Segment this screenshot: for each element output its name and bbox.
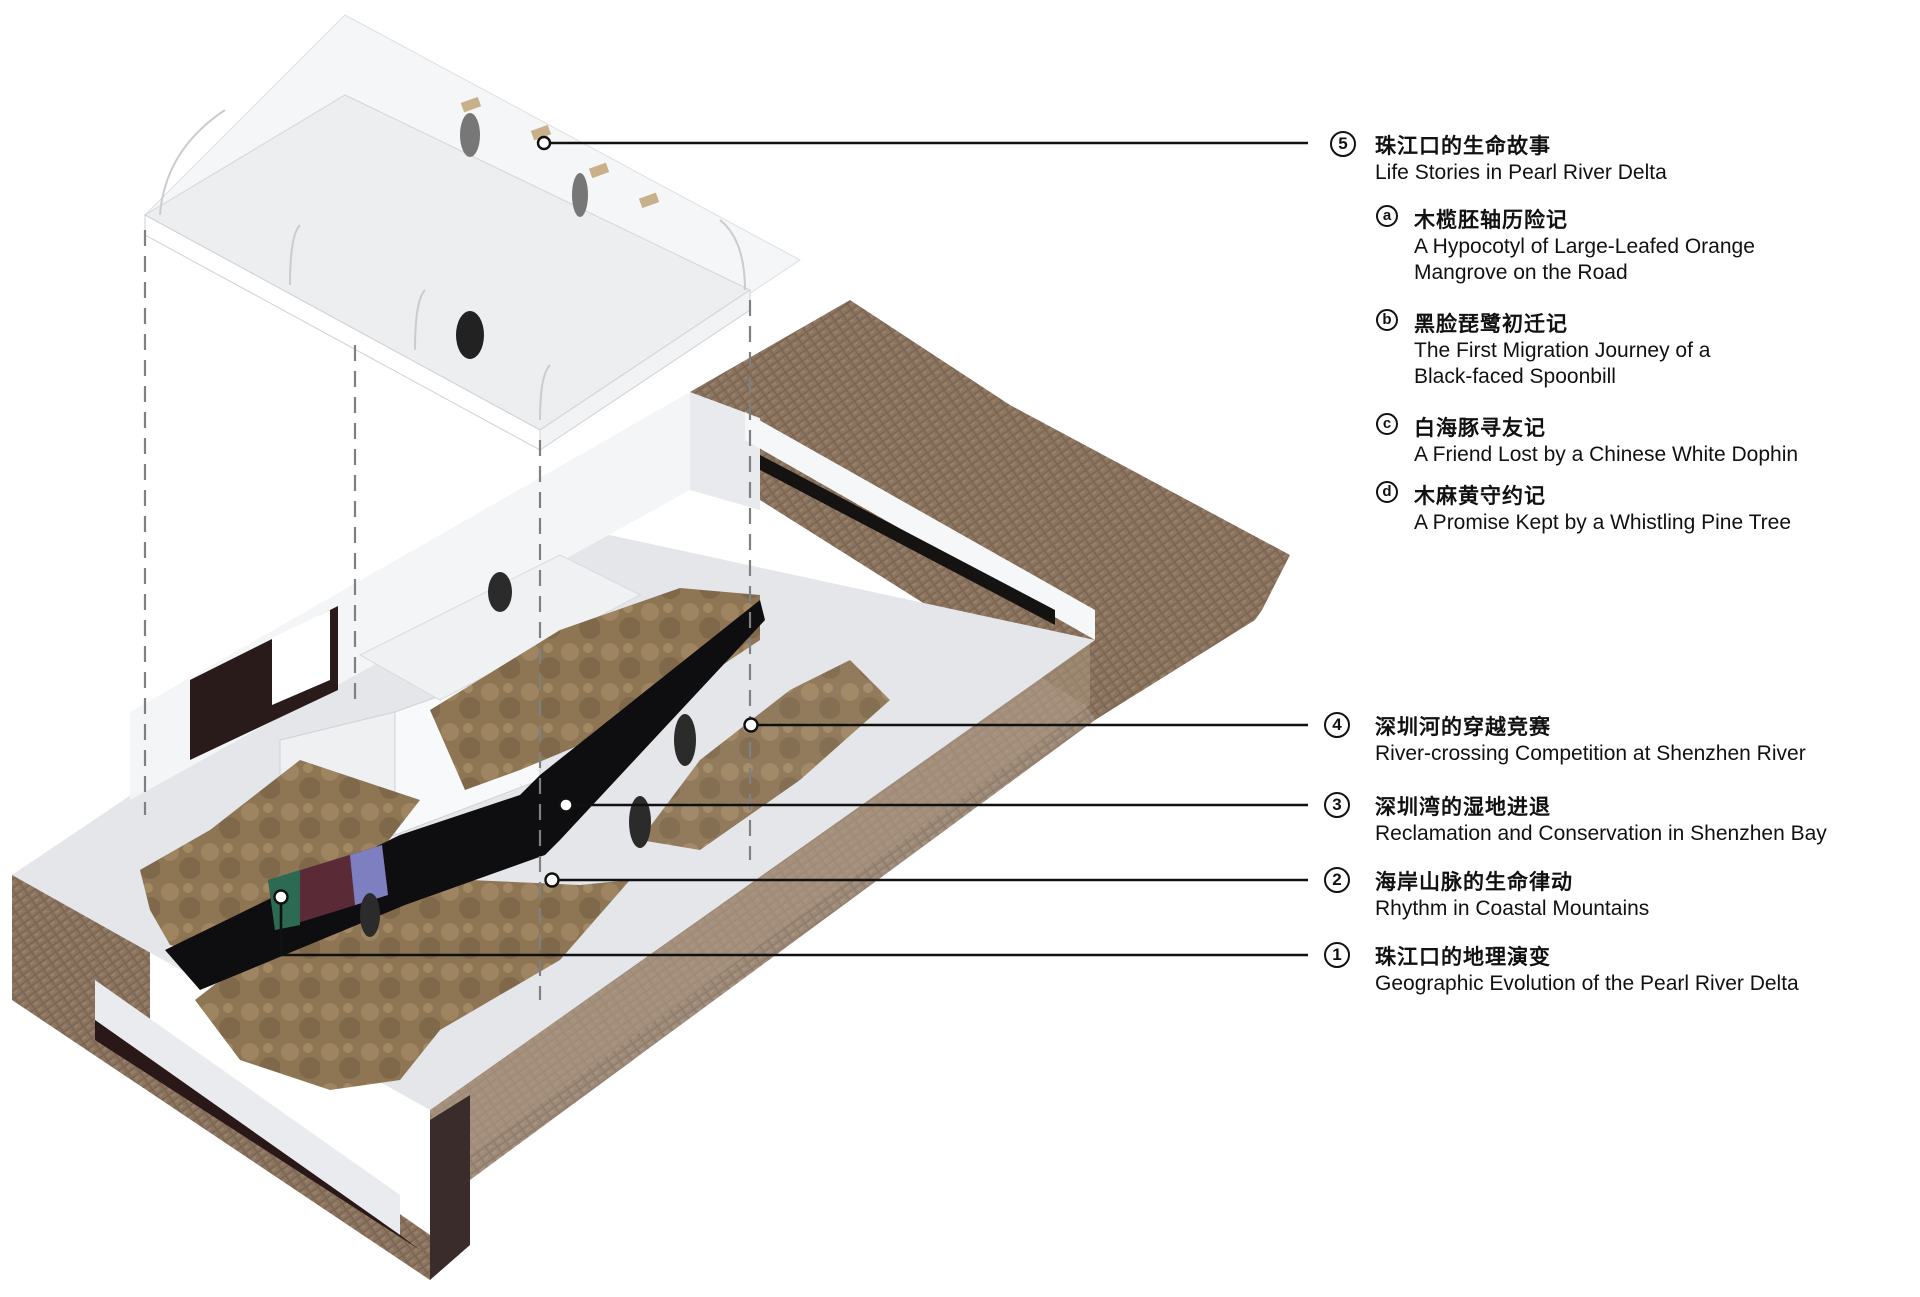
rock-upper xyxy=(430,588,760,790)
label-1-cn: 珠江口的地理演变 xyxy=(1375,945,1551,969)
sub-d-en-line1: A Promise Kept by a Whistling Pine Tree xyxy=(1414,511,1792,534)
leader-dots xyxy=(273,135,759,905)
label-5-cn: 珠江口的生命故事 xyxy=(1375,134,1551,158)
circle-letter-d: d xyxy=(1376,481,1398,503)
interior-right-wall xyxy=(745,412,1095,640)
circle-letter-c: c xyxy=(1376,413,1398,435)
sub-b-cn: 黑脸琵鹭初迁记 xyxy=(1414,312,1568,336)
label-2-en: Rhythm in Coastal Mountains xyxy=(1375,897,1650,920)
label-4-en: River-crossing Competition at Shenzhen R… xyxy=(1375,742,1806,765)
circle-letter-b: b xyxy=(1376,309,1398,331)
rock-bottom xyxy=(195,880,630,1090)
sub-d-cn: 木麻黄守约记 xyxy=(1414,484,1546,508)
entrance-door xyxy=(430,1095,470,1280)
projection-dashes xyxy=(143,230,752,1000)
base-brick-face xyxy=(430,640,1090,1170)
sub-c-en-line1: A Friend Lost by a Chinese White Dophin xyxy=(1414,443,1799,466)
label-3-cn: 深圳湾的湿地进退 xyxy=(1375,795,1551,819)
rock-right xyxy=(640,660,890,850)
label-5-en: Life Stories in Pearl River Delta xyxy=(1375,161,1667,184)
circle-number-2: 2 xyxy=(1324,867,1350,893)
leader-lines xyxy=(279,141,1308,957)
sub-a-en-line2: Mangrove on the Road xyxy=(1414,261,1628,284)
base-window-left xyxy=(95,980,400,1235)
rock-left xyxy=(140,760,420,960)
circle-letter-a: a xyxy=(1376,205,1398,227)
brick-roof xyxy=(690,300,1290,720)
label-4-cn: 深圳河的穿越竞赛 xyxy=(1375,715,1551,739)
sub-b-en-line2: Black-faced Spoonbill xyxy=(1414,365,1616,388)
visitor-silhouettes xyxy=(456,113,588,359)
circle-number-1: 1 xyxy=(1324,942,1350,968)
interior-back-wall xyxy=(690,392,760,510)
slot-window xyxy=(760,455,1055,625)
sub-b-en-line1: The First Migration Journey of a xyxy=(1414,339,1711,362)
label-3-en: Reclamation and Conservation in Shenzhen… xyxy=(1375,822,1827,845)
sub-a-en-line1: A Hypocotyl of Large-Leafed Orange xyxy=(1414,235,1755,258)
sub-a-cn: 木榄胚轴历险记 xyxy=(1414,208,1568,232)
sub-c-cn: 白海豚寻友记 xyxy=(1414,416,1546,440)
circle-number-3: 3 xyxy=(1324,792,1350,818)
label-2-cn: 海岸山脉的生命律动 xyxy=(1375,870,1573,894)
circle-number-5: 5 xyxy=(1330,131,1356,157)
base-dark-strip xyxy=(95,1020,420,1250)
circle-number-4: 4 xyxy=(1324,712,1350,738)
label-1-en: Geographic Evolution of the Pearl River … xyxy=(1375,972,1799,995)
